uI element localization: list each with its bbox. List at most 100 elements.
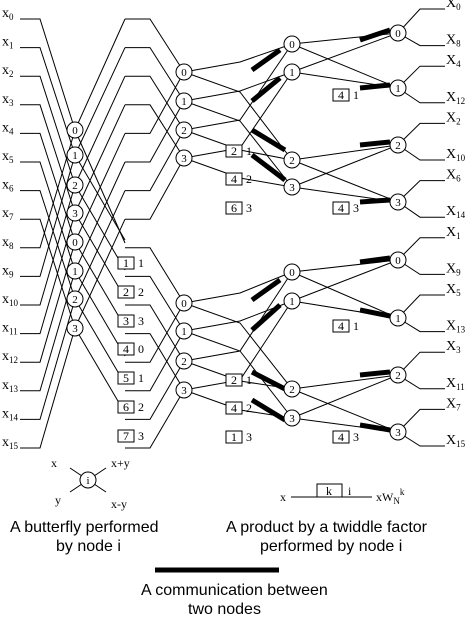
wire-in-13: [20, 270, 76, 392]
legend-butterfly-input-x: x: [51, 456, 57, 470]
stage2-twiddle-4-node: 2: [246, 401, 252, 415]
output-label-0: X0: [446, 0, 461, 12]
stage4-node-1: [389, 79, 407, 97]
stage2-twiddle-3-node: 1: [246, 373, 252, 387]
wire-s2-in-1-1: [125, 275, 185, 332]
input-label-14: x14: [2, 406, 19, 422]
stage1-twiddle-2-k: 3: [123, 314, 129, 328]
stage3-twiddle-1-k: 4: [338, 201, 344, 215]
input-label-11: x11: [2, 321, 18, 337]
wire-s1-out-15: [74, 327, 126, 414]
wire-in-0: [20, 18, 76, 131]
wire-s2-in-0-1: [125, 47, 185, 102]
stage1-twiddle-4-k: 5: [123, 371, 129, 385]
legend-butterfly-node: [79, 471, 97, 489]
wire-s1-out-12: [74, 241, 126, 328]
input-label-10: x10: [2, 292, 19, 308]
wire-s2-in-1-2: [125, 304, 185, 362]
legend-twiddle: k i x xWNk A product by a twiddle factor…: [226, 483, 428, 555]
stage1-twiddle-3-node: 0: [138, 342, 144, 356]
wire-s4-b-6: [291, 388, 399, 433]
stage2-twiddle-1: [225, 172, 243, 186]
stage2-twiddle-3-k: 2: [231, 373, 237, 387]
input-label-7: x7: [2, 206, 14, 222]
wire-out-b-3: [397, 201, 445, 218]
input-label-13: x13: [2, 378, 19, 394]
wire-out-b-4: [397, 259, 445, 275]
wire-in-9: [20, 154, 76, 277]
stage4-node-3-label: 3: [395, 197, 401, 209]
stage4-node-7: [389, 423, 407, 441]
signal-wires: [20, 8, 445, 449]
input-label-3: x3: [2, 92, 14, 108]
wire-s3-b-1: [183, 100, 293, 188]
output-label-13: X11: [446, 376, 465, 392]
wire-out-a-6: [397, 351, 445, 376]
stage4-node-5: [389, 309, 407, 327]
stage2-node-4-label: 0: [181, 298, 187, 310]
wire-s1-out-3: [74, 104, 126, 214]
legend-communication-caption-line1: A communication between: [141, 582, 328, 599]
legend-butterfly: i x y x+y x-y A butterfly performed by n…: [10, 456, 159, 555]
stage4-node-0-label: 0: [395, 28, 401, 40]
output-label-4: X2: [446, 110, 461, 126]
communication-bar-12: [359, 255, 391, 265]
stage3-twiddle-0-k: 4: [338, 88, 344, 102]
wire-out-a-1: [397, 65, 445, 89]
stage1-node-0: [66, 121, 84, 139]
wire-out-b-6: [397, 374, 445, 390]
wire-s2-in-0-7: [125, 157, 185, 220]
stage2-twiddle-5-k: 1: [231, 430, 237, 444]
wire-s1-out-5: [74, 161, 126, 272]
stage3-node-7-label: 3: [289, 413, 295, 425]
legend-twiddle-input-x: x: [280, 490, 286, 504]
wire-s4-a-4: [291, 259, 399, 273]
output-label-11: X13: [446, 319, 466, 335]
stage1-node-2-label: 2: [72, 180, 78, 192]
legend-butterfly-caption-line1: A butterfly performed: [10, 519, 159, 536]
stage1-twiddle-0: [117, 256, 135, 270]
stage2-twiddle-5: [225, 430, 243, 444]
wire-in-6: [20, 190, 76, 300]
output-label-5: X10: [446, 147, 466, 163]
stage4-node-5-label: 1: [395, 313, 401, 325]
stage1-node-1-label: 1: [72, 150, 78, 162]
wire-s2-in-0-3: [125, 104, 185, 159]
communication-bar-10: [359, 139, 391, 148]
stage4-node-4-label: 0: [395, 255, 401, 267]
stage3-node-2: [283, 151, 301, 169]
communication-bar-7: [250, 397, 287, 423]
legend-butterfly-output-diff: x-y: [111, 497, 127, 511]
wire-out-b-1: [397, 87, 445, 104]
stage3-node-5: [283, 292, 301, 310]
output-label-10: X5: [446, 282, 461, 298]
stage1-twiddle-0-k: 1: [123, 256, 129, 270]
stage1-twiddle-6: [117, 429, 135, 443]
stage2-twiddle-0-node: 1: [246, 144, 252, 158]
wire-s2-in-0-0: [125, 18, 185, 73]
legend-twiddle-box: [316, 483, 343, 498]
wire-s2-in-1-7: [125, 389, 185, 449]
stage1-twiddle-0-node: 1: [138, 256, 144, 270]
stage2-twiddle-2-k: 6: [231, 201, 237, 215]
communication-bar-15: [359, 422, 391, 433]
legend-butterfly-input-y: y: [55, 493, 61, 507]
stage4-node-2-label: 2: [395, 140, 401, 152]
wire-s3-b-4: [183, 302, 293, 390]
wire-in-10: [20, 184, 76, 306]
stage2-node-3-label: 3: [181, 153, 187, 165]
stage2-node-2: [175, 121, 193, 139]
stage3-twiddle-3-node: 3: [353, 430, 359, 444]
input-label-15: x15: [2, 435, 19, 451]
output-label-9: X9: [446, 261, 461, 277]
stage2-node-4: [175, 294, 193, 312]
stage2-node-5-label: 1: [181, 326, 187, 338]
legend-twiddle-caption-line1: A product by a twiddle factor: [226, 519, 428, 536]
wire-out-a-7: [397, 408, 445, 433]
stage1-twiddle-2-node: 3: [138, 314, 144, 328]
wire-in-2: [20, 75, 76, 186]
output-label-12: X3: [446, 339, 461, 355]
stage3-twiddle-1: [332, 201, 350, 215]
stage1-node-7-label: 3: [72, 323, 78, 335]
